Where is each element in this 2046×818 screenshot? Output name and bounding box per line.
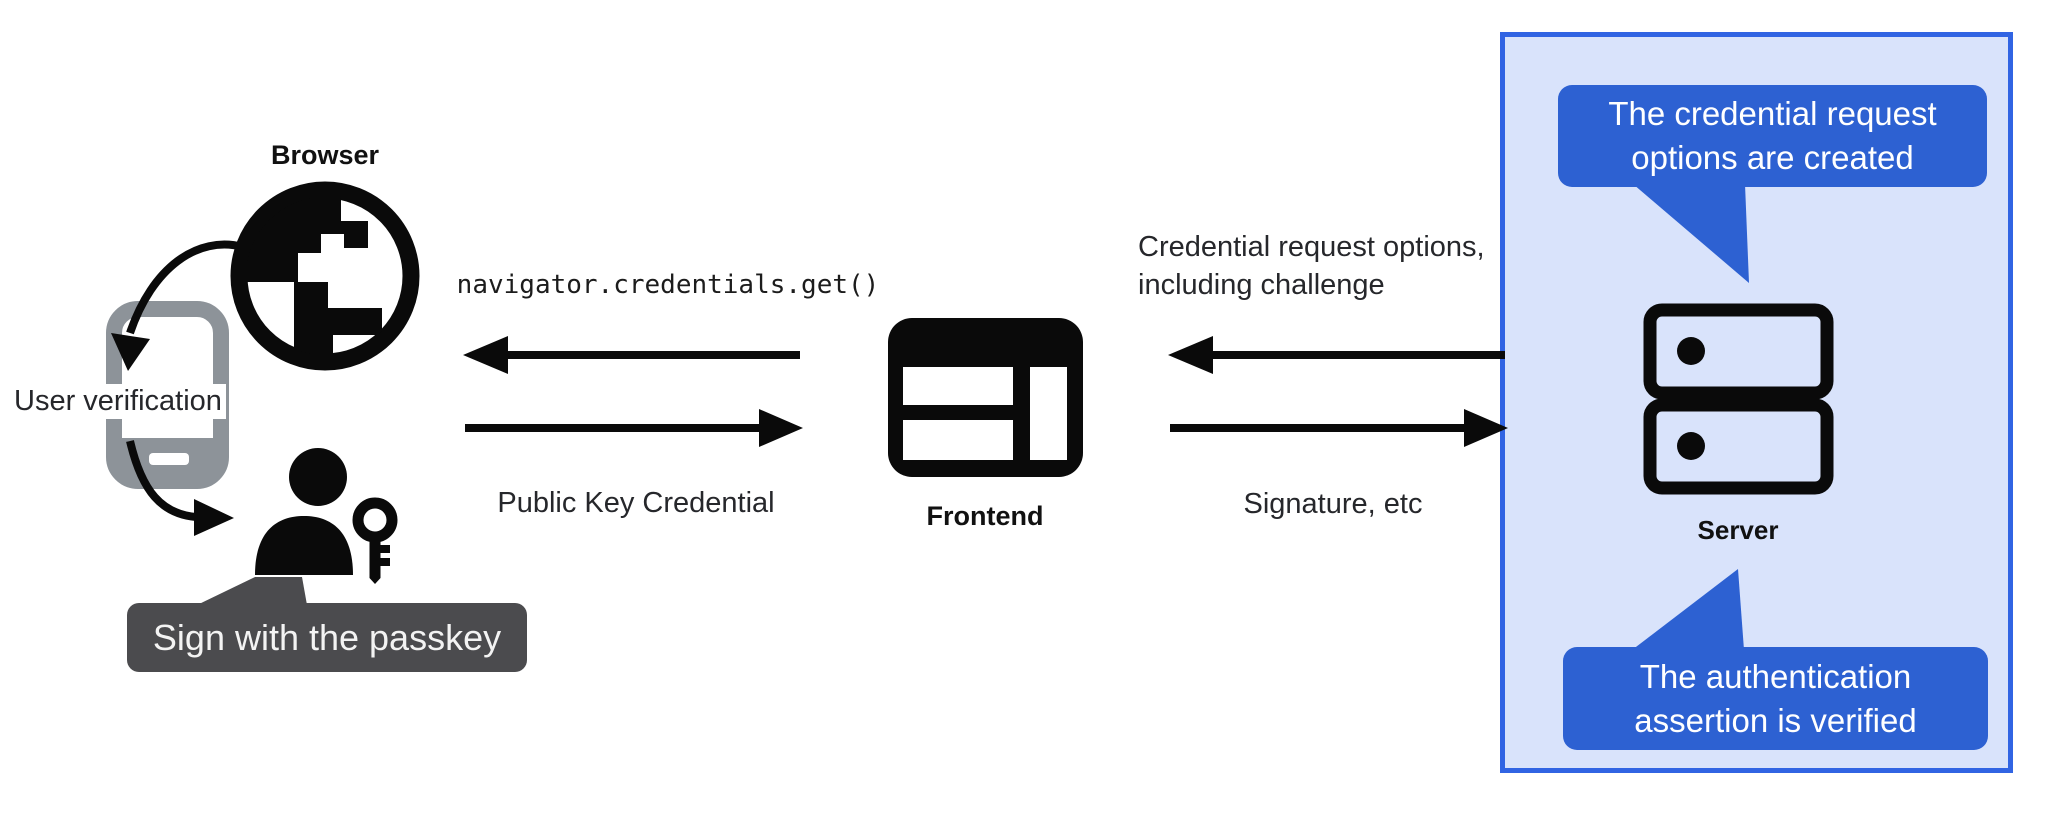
top-bubble-line2: options are created	[1631, 139, 1914, 176]
arrow-server-to-frontend	[1168, 336, 1505, 374]
public-key-credential-label: Public Key Credential	[497, 487, 775, 519]
arrow-browser-to-frontend	[465, 409, 803, 447]
bottom-bubble-line2: assertion is verified	[1634, 701, 1917, 739]
credential-request-options-line2: including challenge	[1138, 269, 1385, 301]
browser-window-icon	[888, 318, 1083, 477]
credential-request-options-line1: Credential request options,	[1138, 231, 1485, 263]
top-bubble-line1: The credential request	[1608, 95, 1937, 132]
credential-request-options-label: Credential request options, including ch…	[1138, 228, 1485, 304]
frontend-label: Frontend	[926, 501, 1044, 531]
bottom-speech-bubble: The authentication assertion is verified	[1563, 647, 1988, 750]
arrow-frontend-to-server	[1170, 409, 1508, 447]
person-key-icon	[255, 448, 398, 584]
top-speech-bubble: The credential request options are creat…	[1558, 85, 1987, 187]
globe-icon	[230, 181, 420, 371]
credentials-get-code: navigator.credentials.get()	[456, 270, 880, 300]
arrow-frontend-to-browser	[463, 336, 800, 374]
server-panel: The credential request options are creat…	[1500, 32, 2013, 773]
server-label: Server	[1697, 515, 1779, 545]
passkey-tooltip: Sign with the passkey	[127, 603, 527, 672]
signature-label: Signature, etc	[1243, 488, 1423, 520]
server-icon	[1643, 303, 1834, 495]
bottom-bubble-line1: The authentication	[1639, 657, 1912, 695]
browser-label: Browser	[270, 140, 380, 170]
passkey-tooltip-text: Sign with the passkey	[152, 616, 502, 658]
user-verification-label: User verification	[10, 384, 226, 419]
